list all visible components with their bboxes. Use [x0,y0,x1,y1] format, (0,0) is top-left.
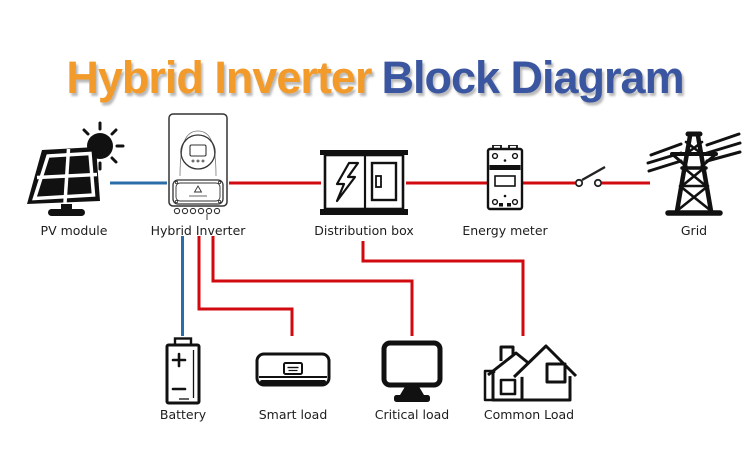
node-hybrid-inverter: Hybrid Inverter [151,112,245,238]
node-label-hybrid-inverter: Hybrid Inverter [150,223,246,238]
wire-distribution-box-to-common-load [361,241,525,336]
node-battery: Battery [160,337,206,422]
node-label-grid: Grid [680,223,708,238]
grid-tower-icon [646,131,742,216]
title-part-blue: Block Diagram [381,52,684,104]
solar-panel-icon [27,121,125,216]
node-label-battery: Battery [159,407,207,422]
energy-meter-icon [486,145,524,211]
node-distribution-box: Distribution box [314,150,414,238]
hybrid-inverter-icon [168,113,228,220]
node-label-pv-module: PV module [40,223,108,238]
battery-icon [165,337,201,405]
node-energy-meter: Energy meter [462,145,548,238]
wire-inverter-to-critical-load [211,236,414,336]
wire-inverter-to-smart-load [197,236,294,336]
node-label-distribution-box: Distribution box [314,223,414,238]
monitor-icon [381,340,443,402]
node-label-smart-load: Smart load [258,407,328,422]
node-smart-load: Smart load [255,351,331,422]
node-label-critical-load: Critical load [374,407,450,422]
node-common-load: Common Load [480,339,578,422]
distribution-box-icon [320,150,408,215]
house-icon [483,344,578,402]
disconnect-switch-icon [574,165,606,188]
node-critical-load: Critical load [375,340,449,422]
node-grid: Grid [646,124,742,238]
title-part-orange: Hybrid Inverter [66,52,372,104]
node-pv-module: PV module [20,120,128,238]
node-label-energy-meter: Energy meter [462,223,548,238]
air-conditioner-icon [255,352,331,387]
node-label-common-load: Common Load [483,407,575,422]
lightning-bolt-icon [335,161,360,203]
